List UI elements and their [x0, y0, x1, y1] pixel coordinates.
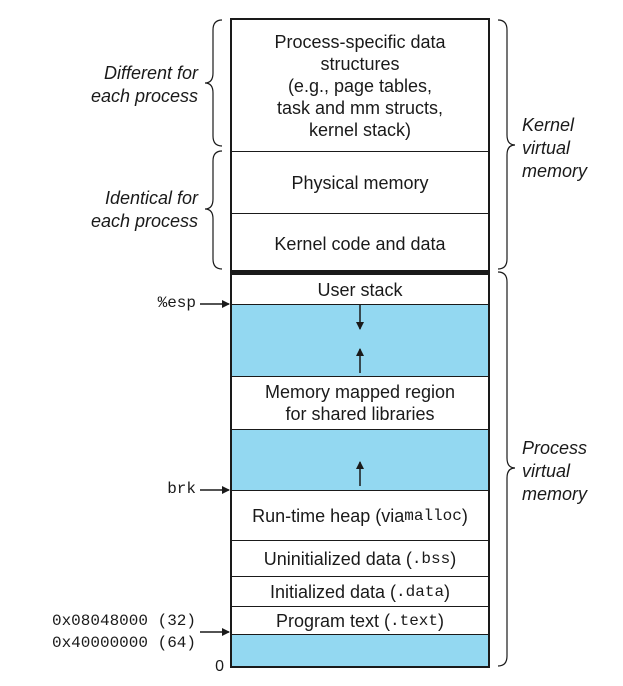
segment-label: kernel stack) — [308, 119, 412, 140]
esp-pointer-label: %esp — [157, 294, 196, 312]
segment-process-specific-data: Process-specific data structures (e.g., … — [232, 20, 488, 151]
note-kernel-virtual-memory: Kernel virtual memory — [522, 115, 588, 181]
brk-pointer-label: brk — [167, 480, 196, 498]
note-identical-per-process: Identical for each process — [90, 188, 198, 231]
segment-data: Initialized data (.data) — [232, 576, 488, 606]
right-brace-kernel — [497, 19, 516, 270]
segment-label: task and mm structs, — [276, 97, 444, 118]
segment-physical-memory: Physical memory — [232, 151, 488, 213]
free-region-heap-gap — [232, 429, 488, 490]
note-different-per-process: Different for each process — [90, 63, 198, 106]
free-region-bottom — [232, 634, 488, 666]
segment-bss: Uninitialized data (.bss) — [232, 540, 488, 576]
virtual-memory-stack: Process-specific data structures (e.g., … — [230, 18, 490, 668]
right-brace-process — [497, 271, 516, 667]
left-brace-identical — [204, 150, 223, 270]
segment-runtime-heap: Run-time heap (via malloc) — [232, 490, 488, 540]
note-process-virtual-memory: Process virtual memory — [522, 438, 588, 504]
segment-user-stack: User stack — [232, 270, 488, 304]
segment-text: Program text (.text) — [232, 606, 488, 634]
segment-kernel-code: Kernel code and data — [232, 213, 488, 273]
text-start-address-32: 0x08048000 (32) — [51, 612, 196, 630]
text-start-address-64: 0x40000000 (64) — [51, 634, 196, 652]
address-zero-label: 0 — [215, 658, 224, 675]
segment-label: Process-specific data — [274, 31, 446, 52]
free-region-stack-gap — [232, 304, 488, 376]
segment-mmap-region: Memory mapped region for shared librarie… — [232, 376, 488, 429]
segment-label: (e.g., page tables, — [287, 75, 433, 96]
segment-label: structures — [320, 53, 400, 74]
left-brace-different — [204, 19, 223, 147]
